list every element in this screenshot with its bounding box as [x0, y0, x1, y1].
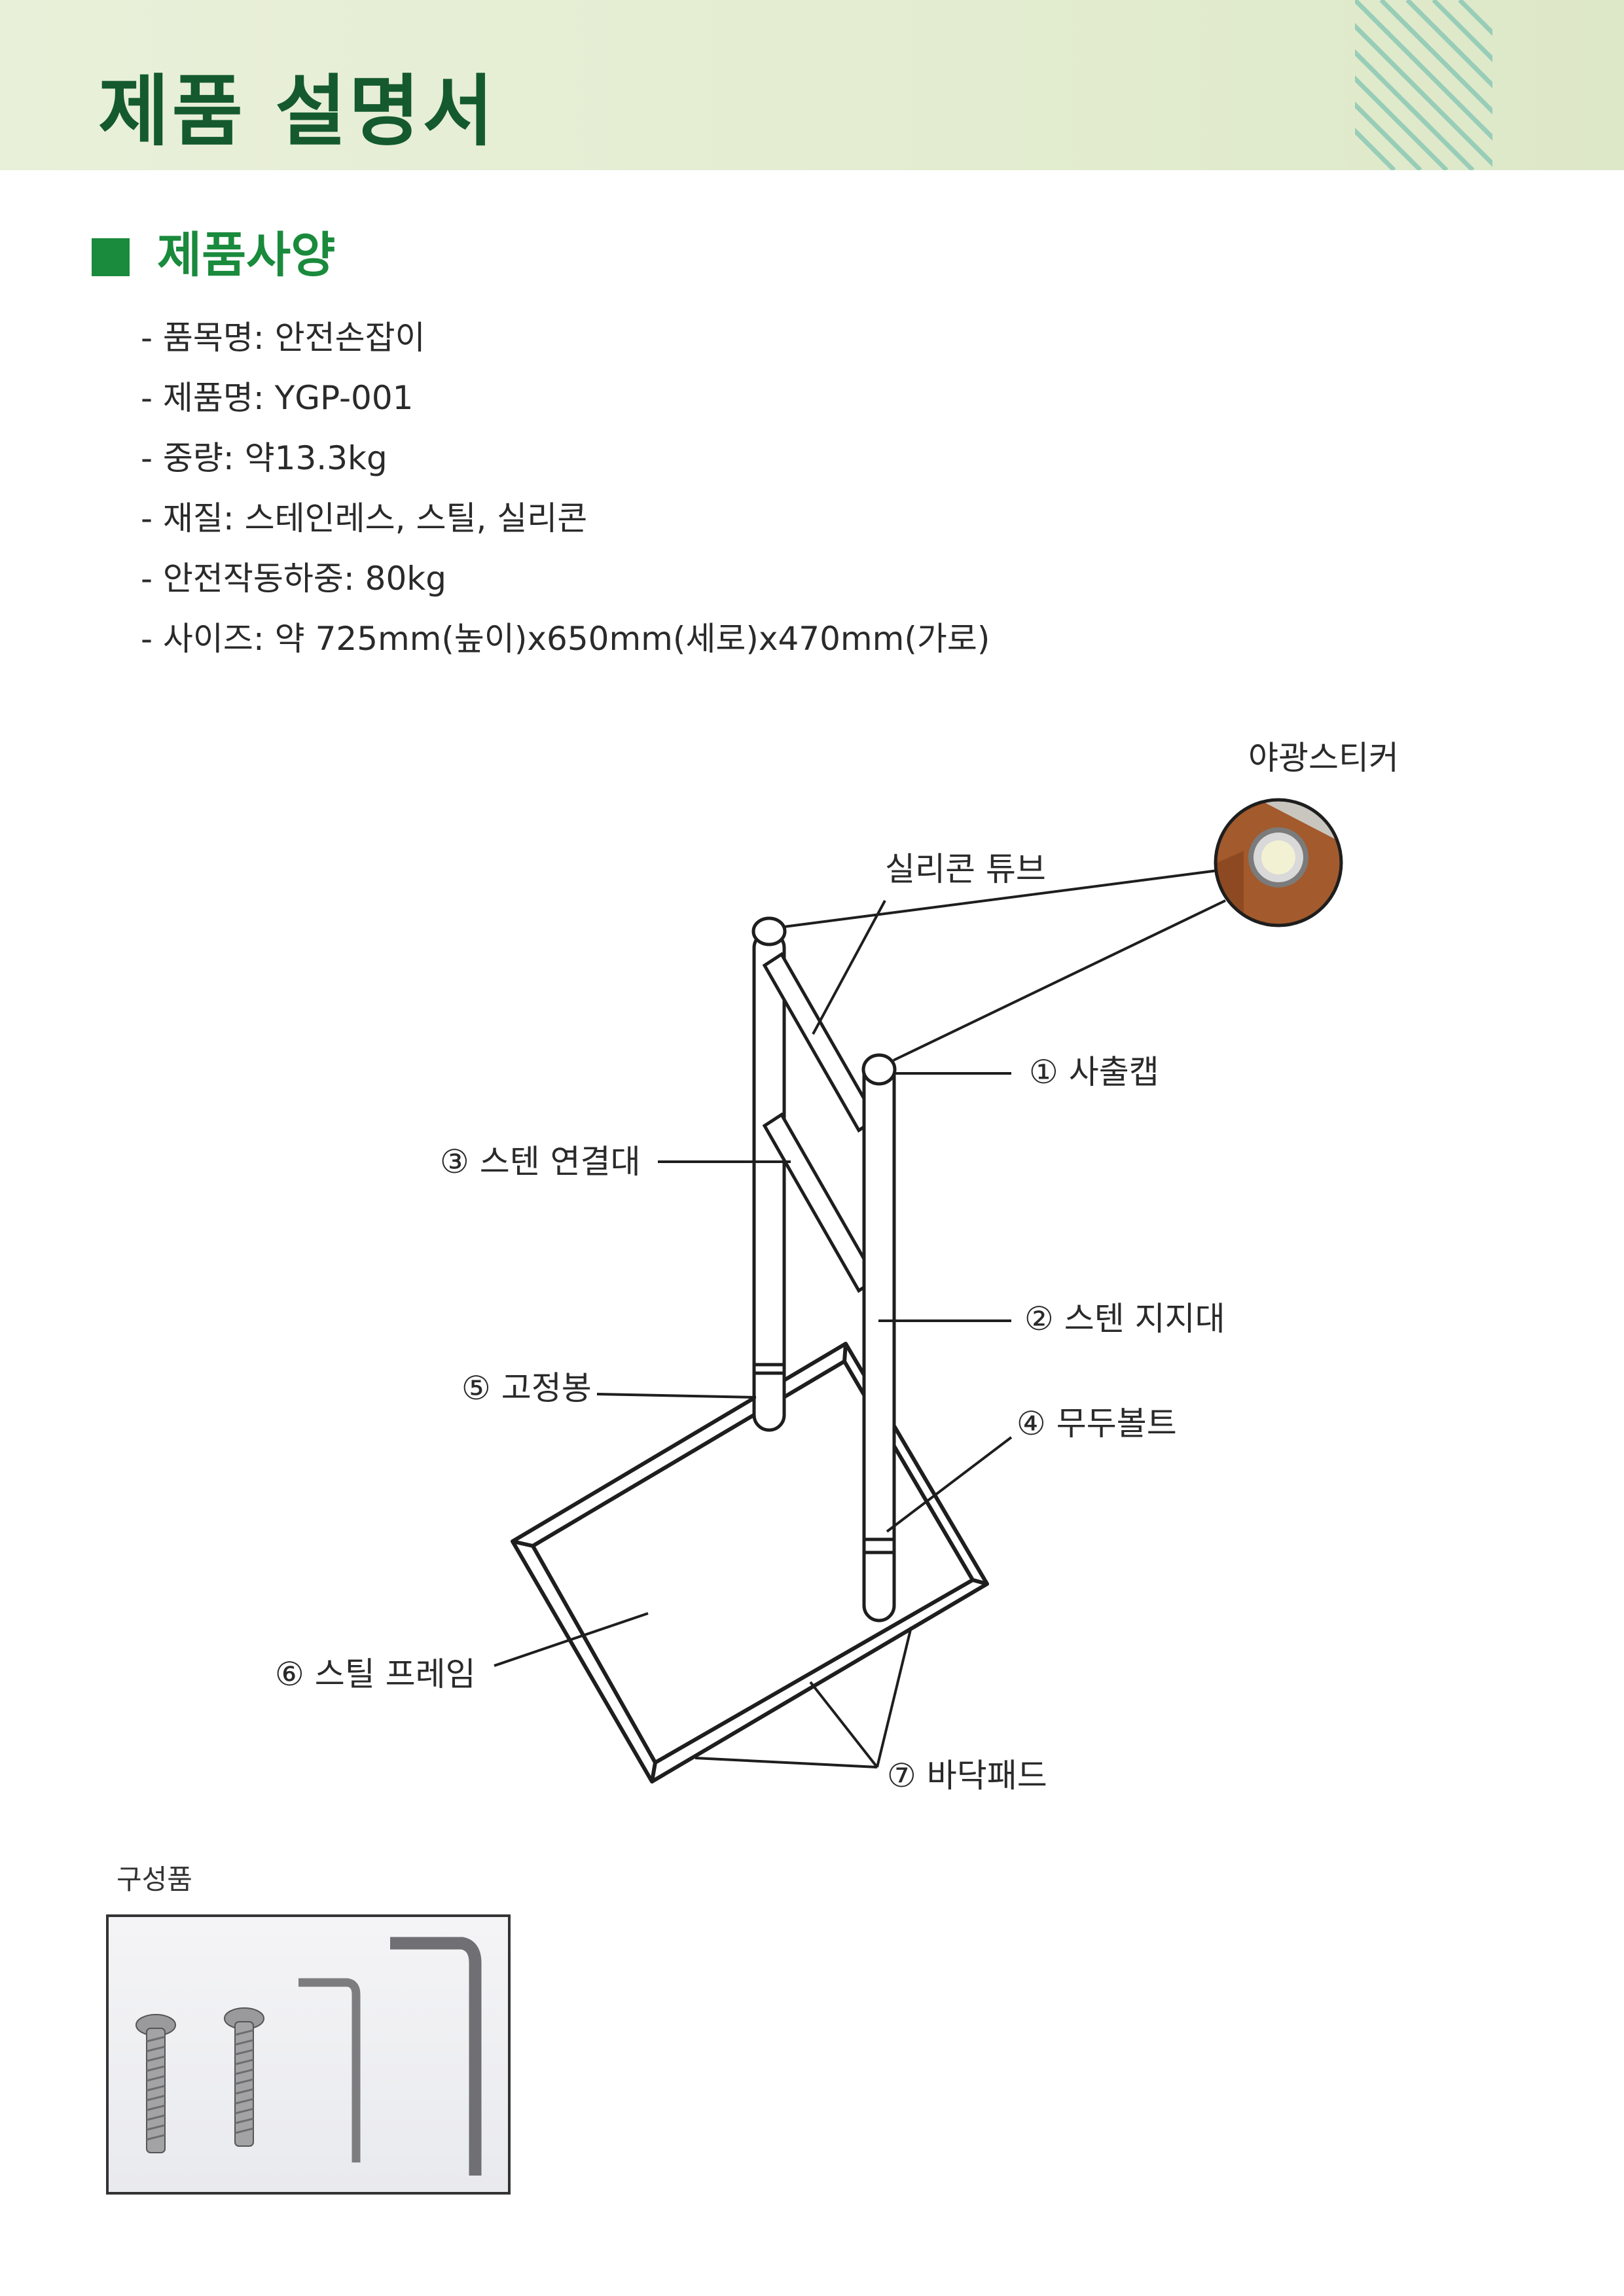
section-title: 제품사양 — [157, 227, 336, 283]
square-bullet-icon — [92, 238, 130, 276]
spec-item-size: - 사이즈: 약 725mm(높이)x650mm(세로)x470mm(가로) — [141, 620, 990, 658]
bolt-icon — [135, 2014, 176, 2153]
spec-list: - 품목명: 안전손잡이 - 제품명: YGP-001 - 중량: 약13.3k… — [141, 308, 990, 669]
header-band: 제품 설명서 — [0, 0, 1624, 170]
front-support-post — [861, 1053, 897, 1623]
spec-item-load: - 안전작동하중: 80kg — [141, 560, 446, 598]
label-connector: ③ 스텐 연결대 — [440, 1143, 641, 1181]
label-floor-pad: ⑦ 바닥패드 — [887, 1757, 1047, 1795]
steel-frame-drawing — [511, 1342, 989, 1784]
parts-illustration — [135, 1937, 482, 2176]
product-diagram: 야광스티커 실리콘 튜브 ① 사출캡 ③ 스텐 연결대 ② 스텐 지지대 ④ 무… — [275, 739, 1399, 1795]
spec-item-model: - 제품명: YGP-001 — [141, 379, 414, 417]
parts-label: 구성품 — [117, 1863, 192, 1895]
label-bolt: ④ 무두볼트 — [1017, 1405, 1177, 1443]
label-glow-sticker: 야광스티커 — [1248, 739, 1399, 777]
label-silicone-tube: 실리콘 튜브 — [885, 850, 1046, 888]
large-hex-key-icon — [390, 1937, 482, 2176]
parts-photo — [106, 1914, 511, 2195]
label-cap: ① 사출캡 — [1029, 1053, 1159, 1091]
spec-item-product-type: - 품목명: 안전손잡이 — [141, 319, 425, 357]
diagonal-stripes-decoration — [1355, 0, 1492, 170]
bolt-icon — [224, 2007, 264, 2147]
spec-item-weight: - 중량: 약13.3kg — [141, 439, 388, 477]
document-title: 제품 설명서 — [98, 66, 496, 156]
label-support: ② 스텐 지지대 — [1024, 1300, 1225, 1338]
leader-lines — [494, 869, 1226, 1768]
spec-item-material: - 재질: 스테인레스, 스틸, 실리콘 — [141, 499, 588, 537]
label-steel-frame: ⑥ 스틸 프레임 — [275, 1655, 476, 1693]
small-hex-key-icon — [298, 1978, 361, 2162]
glow-sticker-detail — [1214, 798, 1343, 927]
label-fixing-rod: ⑤ 고정봉 — [461, 1369, 592, 1407]
rear-support-post — [751, 916, 787, 1432]
